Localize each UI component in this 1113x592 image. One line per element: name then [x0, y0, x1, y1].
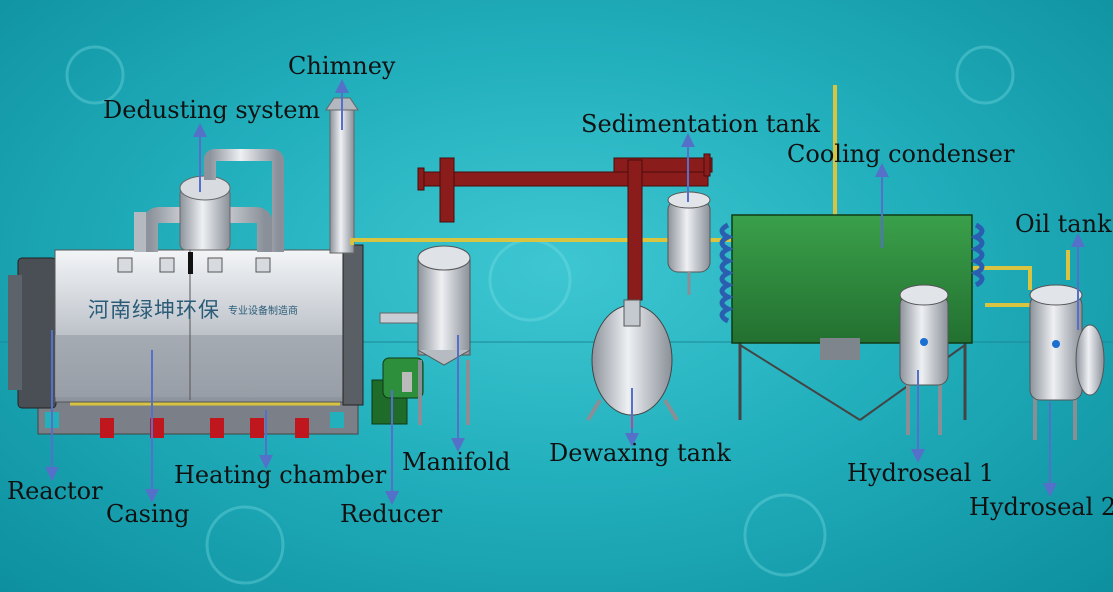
sedimentation-tank: [667, 191, 711, 295]
watermark-logos: [65, 45, 1015, 585]
label-hydroseal-2: Hydroseal 2: [969, 493, 1113, 521]
label-hydroseal-1: Hydroseal 1: [847, 459, 995, 487]
label-dewaxing-tank: Dewaxing tank: [549, 439, 731, 467]
reactor-unit: [8, 244, 364, 438]
reactor-brand-text: 河南绿坤环保: [88, 298, 220, 322]
label-cooling-condenser: Cooling condenser: [787, 140, 1015, 168]
label-sedimentation-tank: Sedimentation tank: [581, 110, 820, 138]
label-arrows: [45, 79, 1085, 505]
chimney: [325, 97, 359, 254]
label-manifold: Manifold: [402, 448, 511, 476]
dedusting-system: [134, 149, 284, 252]
label-reducer: Reducer: [340, 500, 443, 528]
label-chimney: Chimney: [288, 52, 396, 80]
manifold: [379, 245, 471, 425]
reactor-subtitle-text: 专业设备制造商: [228, 306, 298, 317]
label-dedusting-system: Dedusting system: [103, 96, 321, 124]
hydroseal-1: [899, 284, 949, 435]
label-casing: Casing: [106, 500, 190, 528]
label-heating-chamber: Heating chamber: [174, 461, 387, 489]
hydroseal-2: [1029, 284, 1105, 440]
dewaxing-tank: [586, 299, 679, 428]
label-oil-tank: Oil tank: [1015, 210, 1112, 238]
label-reactor: Reactor: [7, 477, 103, 505]
reducer: [371, 357, 424, 425]
